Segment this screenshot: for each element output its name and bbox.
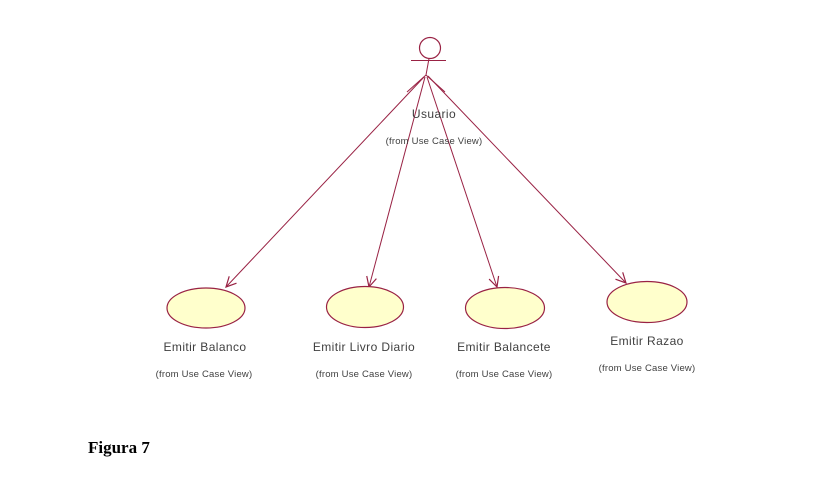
usecase-name: Emitir Balancete [457,340,551,354]
usecase-stereotype: (from Use Case View) [316,369,413,380]
usecase-emitir-livro-diario: Emitir Livro Diario (from Use Case View) [313,285,415,380]
usecase-stereotype: (from Use Case View) [599,363,696,374]
association-usuario-emitir-balanco [225,76,425,288]
actor-right-leg-icon [425,74,446,93]
association-usuario-emitir-livro-diario [366,76,426,289]
usecase-name: Emitir Livro Diario [313,340,415,354]
usecase-ellipse [464,286,546,330]
usecase-name: Emitir Balanco [164,340,247,354]
associations [225,75,627,289]
actor-body-icon [425,58,430,76]
actor-left-leg-icon [406,74,427,93]
usecase-ellipse [325,285,405,329]
usecase-emitir-balancete: Emitir Balancete (from Use Case View) [456,286,553,380]
association-usuario-emitir-razao [427,75,627,284]
usecase-emitir-razao: Emitir Razao (from Use Case View) [599,280,696,374]
actor-usuario: Usuario (from Use Case View) [386,36,483,147]
actor-name: Usuario [412,107,456,121]
usecase-stereotype: (from Use Case View) [156,369,253,380]
usecase-ellipse [606,280,688,324]
usecase-ellipse [166,287,246,329]
usecase-name: Emitir Razao [610,334,683,348]
usecase-emitir-balanco: Emitir Balanco (from Use Case View) [156,287,253,380]
actor-stereotype: (from Use Case View) [386,136,483,147]
actor-head-icon [418,36,442,60]
figure-caption: Figura 7 [88,438,150,457]
usecase-stereotype: (from Use Case View) [456,369,553,380]
association-usuario-emitir-balancete [426,76,500,289]
